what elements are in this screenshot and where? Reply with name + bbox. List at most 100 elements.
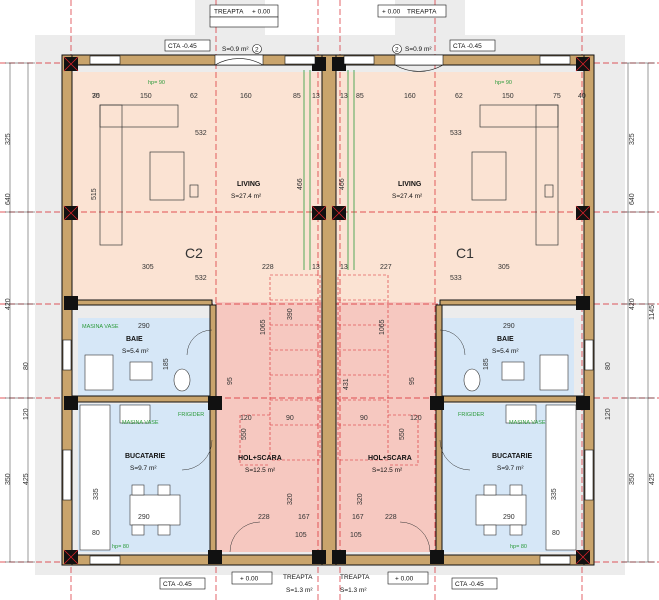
living-furniture-left — [99, 104, 199, 246]
dim-top-r-160: 160 — [404, 93, 416, 100]
dim-right-120: 120 — [605, 408, 612, 420]
dim-kitchen-left-80: 80 — [92, 530, 100, 537]
bath-left-name: BAIE — [126, 336, 143, 343]
dim-bath-right-290: 290 — [503, 323, 515, 330]
dim-hall-left-95: 95 — [227, 377, 234, 385]
cta-bottom-left: CTA -0.45 — [163, 581, 192, 588]
cta-top-left: CTA -0.45 — [168, 43, 197, 50]
unit-left-label: C2 — [185, 245, 203, 261]
kitchen-right-name: BUCATARIE — [492, 453, 533, 460]
dim-mid-r-305: 305 — [498, 264, 510, 271]
treapta-bottom-left-title: TREAPTA — [283, 574, 313, 581]
dim-left-420: 420 — [5, 298, 12, 310]
dim-bath-left-185: 185 — [163, 358, 170, 370]
dim-hall-left-90: 90 — [286, 415, 294, 422]
dim-stair-1065-right: 1065 — [379, 319, 386, 335]
dim-right-325: 325 — [629, 133, 636, 145]
dim-left-80: 80 — [23, 362, 30, 370]
column-x-marks — [63, 56, 591, 565]
dim-mid-l-305: 305 — [142, 264, 154, 271]
dim-kitchen-left-290: 290 — [138, 514, 150, 521]
dim-left-350: 350 — [5, 473, 12, 485]
dim-hall-left-105: 105 — [295, 532, 307, 539]
dim-living-lower-right: 533 — [450, 275, 462, 282]
door-swings — [181, 329, 471, 553]
kitchen-sink-label-left-2: MASINA VASE — [122, 420, 159, 426]
dim-stair-431: 431 — [343, 378, 350, 390]
treapta-top-right-level: + 0.00 — [382, 9, 401, 16]
dim-top-l-62: 62 — [190, 93, 198, 100]
dim-top-l-75: 75 — [92, 93, 100, 100]
dim-living-height: 515 — [91, 188, 98, 200]
dim-mid-l-13: 13 — [312, 264, 320, 271]
dim-bath-right-185: 185 — [483, 358, 490, 370]
dim-top-l-160: 160 — [240, 93, 252, 100]
treapta-bottom-left-area: S=1.3 m² — [286, 587, 313, 594]
dim-right-420: 420 — [629, 298, 636, 310]
dim-left-120: 120 — [23, 408, 30, 420]
stairs-right — [337, 274, 419, 466]
bath-left-area: S=5.4 m² — [122, 348, 149, 355]
dim-right-640: 640 — [629, 193, 636, 205]
dim-kitchen-right-290: 290 — [503, 514, 515, 521]
dim-mid-l-228: 228 — [262, 264, 274, 271]
living-right-fill — [336, 72, 586, 302]
dim-stair-1065-left: 1065 — [260, 319, 267, 335]
treapta-top-left-area: S=0.9 m² — [222, 46, 249, 53]
dim-living-width-left: 532 — [195, 130, 207, 137]
kitchen-right-area: S=9.7 m² — [497, 465, 524, 472]
dim-hall-left-320: 320 — [287, 493, 294, 505]
living-right-area: S=27.4 m² — [392, 193, 423, 200]
dim-right-80: 80 — [605, 362, 612, 370]
dim-hall-right-120: 120 — [410, 415, 422, 422]
dim-left-325: 325 — [5, 133, 12, 145]
windows — [62, 55, 594, 565]
dim-top-r-75: 75 — [553, 93, 561, 100]
bath-fixtures-left — [84, 354, 191, 392]
dim-hall-left-550: 550 — [241, 428, 248, 440]
dim-hall-left-167: 167 — [298, 514, 310, 521]
hall-left-fill — [215, 302, 322, 552]
hp-80-bottom-right: hp= 80 — [510, 544, 527, 550]
treapta-bottom-right-title: TREAPTA — [340, 574, 370, 581]
bath-right-name: BAIE — [497, 336, 514, 343]
dim-bath-left-290: 290 — [138, 323, 150, 330]
dim-hall-right-550: 550 — [399, 428, 406, 440]
fridge-label-right: FRIGIDER — [458, 412, 484, 418]
dim-top-l-85: 85 — [293, 93, 301, 100]
hall-left-area: S=12.5 m² — [245, 467, 276, 474]
hall-right-area: S=12.5 m² — [372, 467, 403, 474]
kitchen-furniture-right — [475, 404, 577, 551]
dim-hall-right-95: 95 — [409, 377, 416, 385]
dim-right-425: 425 — [649, 473, 656, 485]
dim-top-r-13: 13 — [340, 93, 348, 100]
glass-partitions — [303, 70, 355, 270]
living-right-name: LIVING — [398, 181, 422, 188]
dim-mid-r-13: 13 — [340, 264, 348, 271]
dim-mid-r-227: 227 — [380, 264, 392, 271]
dim-kitchen-right-80: 80 — [552, 530, 560, 537]
stairs-left — [239, 274, 321, 466]
dim-top-r-40: 40 — [578, 93, 586, 100]
cta-bottom-right: CTA -0.45 — [455, 581, 484, 588]
dim-top-l-13: 13 — [312, 93, 320, 100]
dim-right-1145: 1145 — [649, 305, 656, 320]
dim-stair-height-right: 466 — [339, 178, 346, 190]
dim-kitchen-right-335: 335 — [551, 488, 558, 500]
treapta-top-left-num: 2 — [255, 47, 259, 54]
dim-hall-left-228: 228 — [258, 514, 270, 521]
kitchen-furniture-left — [79, 404, 181, 551]
treapta-bottom-left-level: + 0.00 — [240, 576, 259, 583]
treapta-bottom-right-level: + 0.00 — [395, 576, 414, 583]
dim-top-r-85: 85 — [356, 93, 364, 100]
hp-80-bottom-left: hp= 80 — [112, 544, 129, 550]
dim-stair-height-left: 466 — [297, 178, 304, 190]
dim-hall-left-120: 120 — [240, 415, 252, 422]
dim-hall-right-90: 90 — [360, 415, 368, 422]
dim-hall-right-167: 167 — [352, 514, 364, 521]
left-dimensions — [5, 62, 35, 563]
treapta-bottom-right-area: S=1.3 m² — [340, 587, 367, 594]
dim-top-l-30: 30 — [92, 93, 100, 100]
hall-left-name: HOL+SCARA — [238, 455, 282, 462]
